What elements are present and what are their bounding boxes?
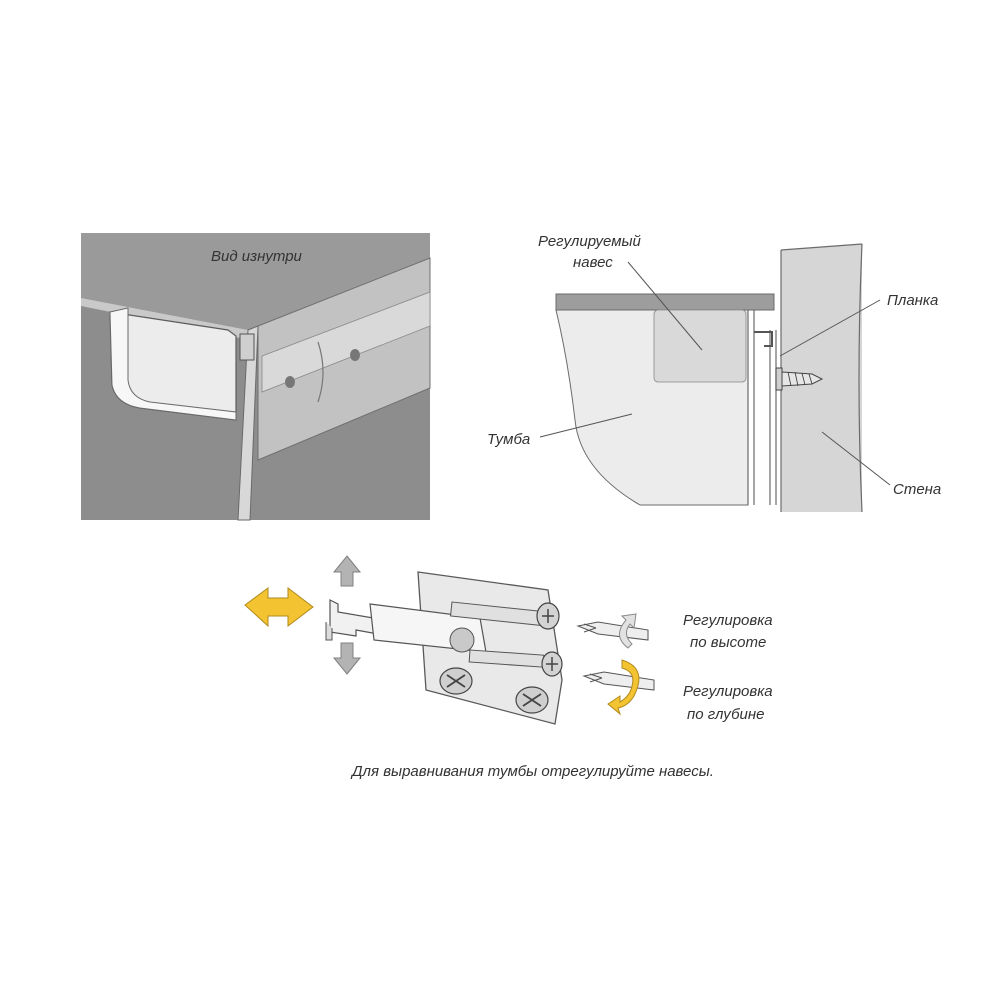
inside-view-rail-hole [350, 349, 360, 361]
inside-view-side-wall [237, 325, 259, 521]
hinge-rivet [449, 627, 475, 653]
depth-rotate-arrow-icon [607, 659, 640, 716]
inside-view-rail-hole [285, 376, 295, 388]
wall-edge [780, 243, 863, 513]
mounting-screw-icon [439, 667, 473, 695]
screwdriver-depth-icon [582, 671, 655, 691]
inside-view-back-wall [81, 233, 430, 330]
inside-view-hinge-cover-front [109, 307, 237, 421]
hinge-hook-section [754, 331, 773, 347]
leader-hinge [627, 261, 703, 351]
inside-view-hinge-hook [239, 333, 255, 361]
inside-view-panel: Вид изнутри [81, 233, 431, 521]
label-cabinet: Тумба [487, 431, 530, 448]
label-depth-adjustment: по глубине [687, 706, 765, 723]
label-adjustable-hinge: навес [573, 254, 613, 271]
hinge-box [653, 309, 747, 383]
wall-screw-icon [775, 367, 824, 391]
label-height-adjustment: по высоте [690, 634, 766, 651]
label-height-adjustment: Регулировка [683, 612, 773, 629]
mounting-screw-icon [515, 686, 549, 714]
height-down-arrow-icon [332, 642, 362, 675]
screwdriver-height-icon [576, 621, 649, 641]
depth-move-arrow-icon [244, 586, 314, 628]
height-up-arrow-icon [332, 555, 362, 587]
leader-cabinet [539, 413, 633, 438]
inside-view-top-edge [81, 258, 430, 340]
hinge-mechanism-panel: Регулировка по высоте Регулировка по глу… [244, 555, 773, 725]
inside-view-rail-groove [261, 291, 431, 393]
label-rail: Планка [887, 292, 938, 309]
hinge-hook-tip [325, 622, 333, 641]
inside-view-title: Вид изнутри [211, 248, 303, 265]
label-adjustable-hinge: Регулируемый [538, 233, 642, 250]
depth-adjust-screw-icon [541, 651, 563, 677]
height-adjust-screw-icon [536, 602, 560, 630]
side-section-panel: Регулируемый навес Тумба Планка Стена [487, 233, 941, 513]
leader-rail [779, 299, 881, 357]
cabinet-top-board [555, 293, 775, 311]
label-depth-adjustment: Регулировка [683, 683, 773, 700]
inside-view-rail-joint [317, 341, 324, 403]
wall-section [781, 244, 862, 512]
label-wall: Стена [893, 481, 941, 498]
leader-wall [821, 431, 891, 486]
height-rotate-arrow-icon [619, 613, 637, 649]
caption: Для выравнивания тумбы отрегулируйте нав… [350, 763, 714, 780]
